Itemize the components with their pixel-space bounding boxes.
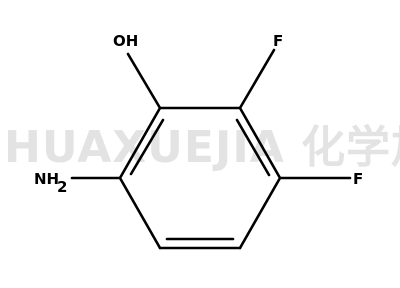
hydroxyl-label: OH [113,32,138,50]
benzene-ring [118,106,282,250]
fluorine-top-label: F [273,32,283,50]
bond-c1-oh [126,52,162,110]
bond-c5-c6 [118,176,162,250]
bond-c2-f [238,48,276,110]
bond-c2-c3-inner [235,118,271,177]
watermark-text: HUAXUEJIA 化学加 [4,122,400,173]
amino-label: NH [34,170,59,188]
fluorine-right-label: F [353,170,363,188]
bond-c3-c4 [238,176,282,250]
bond-c6-c1-inner [129,118,165,176]
bond-c6-c1 [118,106,162,180]
amino-subscript: 2 [57,178,67,196]
bond-c2-c3 [238,106,282,180]
